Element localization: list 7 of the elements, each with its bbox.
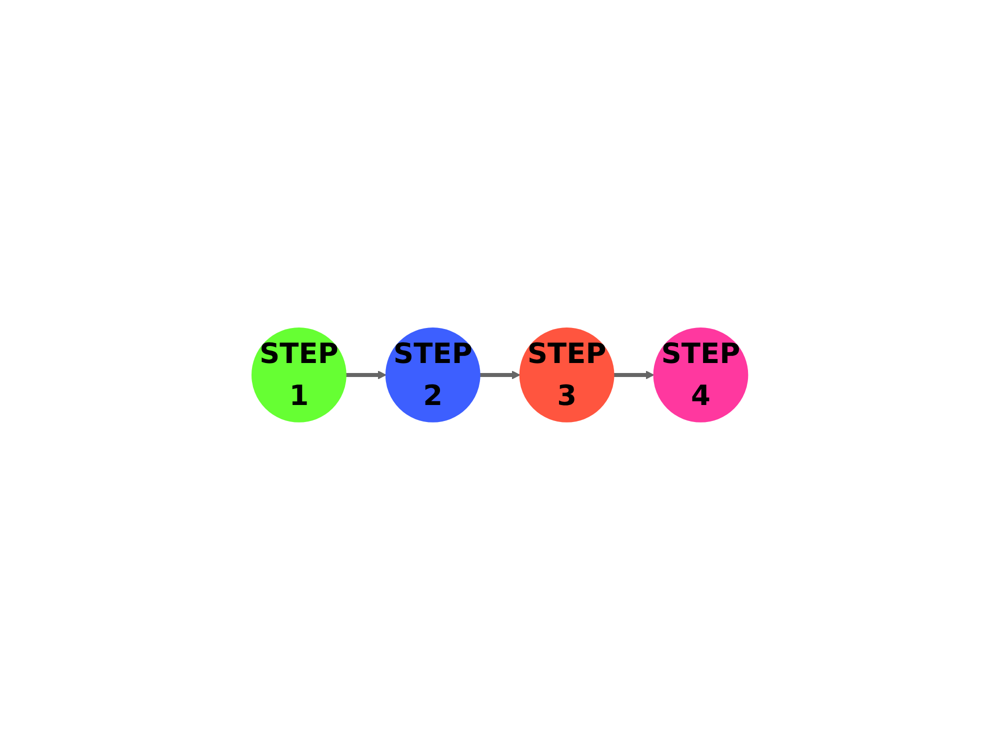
arrow	[480, 370, 520, 380]
arrow	[346, 370, 386, 380]
node-circle: STEP 2	[386, 328, 480, 422]
arrow	[614, 370, 654, 380]
node-circle: STEP 3	[520, 328, 614, 422]
node-circle: STEP 4	[653, 328, 748, 422]
node-circle: STEP 1	[252, 328, 347, 422]
